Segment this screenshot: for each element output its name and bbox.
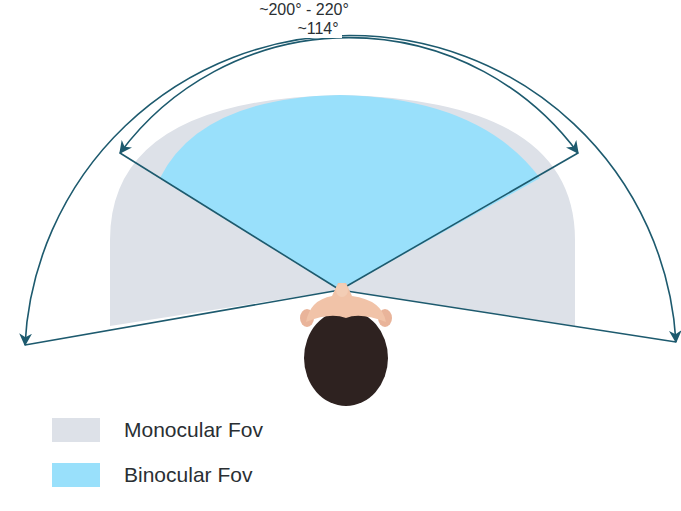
monocular-region	[110, 95, 575, 326]
sight-line	[25, 290, 340, 345]
binocular-region	[160, 95, 540, 290]
legend-text: Monocular Fov	[124, 418, 263, 442]
sight-line	[340, 290, 676, 342]
legend-swatch	[52, 463, 100, 487]
angle-label: ~114°	[294, 20, 341, 38]
angle-label: ~200° - 220°	[256, 1, 352, 19]
legend-text: Binocular Fov	[124, 463, 252, 487]
sight-line	[340, 153, 578, 290]
sight-line	[120, 153, 340, 290]
angle-arc	[120, 38, 578, 153]
head	[300, 283, 392, 406]
angle-arc	[25, 35, 676, 345]
legend-swatch	[52, 418, 100, 442]
